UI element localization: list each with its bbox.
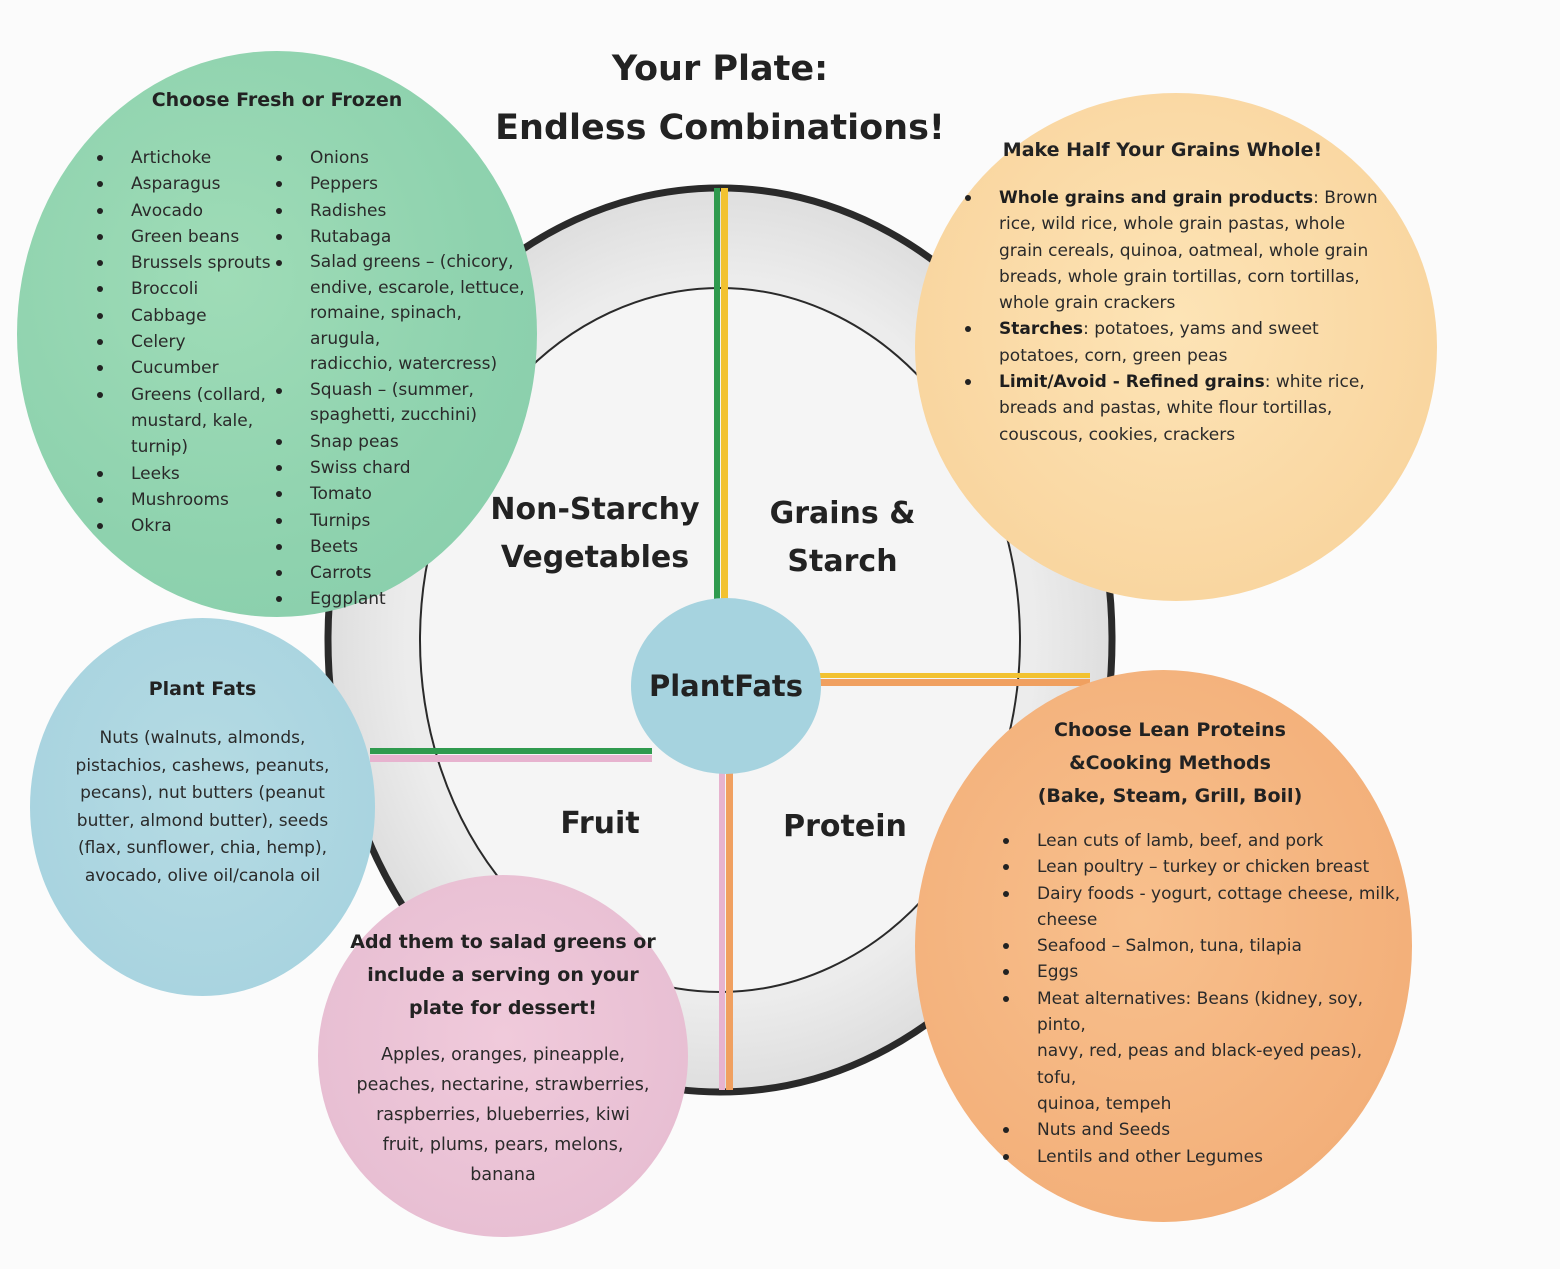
list-item: Artichoke [97,145,287,171]
divider-right-yellow [818,673,1090,678]
plant-fats-center-circle: PlantFats [631,598,821,774]
label-grains-starch: Grains & Starch [769,496,916,579]
protein-title: Choose Lean Proteins &Cooking Methods (B… [1037,719,1303,807]
divider-top-green [714,188,720,600]
divider-top-yellow [721,188,728,600]
list-item: Lean cuts of lamb, beef, and pork [1003,828,1403,854]
list-item: Beets [276,534,526,560]
divider-bottom-pink [719,772,725,1090]
fruit-text: Apples, oranges, pineapple, peaches, nec… [356,1045,650,1185]
list-item: Nuts and Seeds [1003,1117,1403,1143]
list-item: Seafood – Salmon, tuna, tilapia [1003,933,1403,959]
list-item: Eggplant [276,586,526,612]
label-fruit: Fruit [560,806,640,841]
list-item: Starches: potatoes, yams and sweet potat… [965,316,1385,369]
list-item: Mushrooms [97,487,287,513]
vegetables-list-col2: Onions Peppers Radishes Rutabaga Salad g… [276,145,526,613]
list-item: Turnips [276,508,526,534]
label-non-starchy-vegetables: Non-Starchy Vegetables [490,492,700,575]
divider-bottom-orange [726,772,733,1090]
plant-fats-title: Plant Fats [148,678,257,700]
label-protein: Protein [783,809,907,844]
divider-left-green [370,748,652,754]
list-item: Radishes [276,198,526,224]
grains-list: Whole grains and grain products: Brown r… [965,185,1385,448]
list-item: Whole grains and grain products: Brown r… [965,185,1385,316]
list-item: Avocado [97,198,287,224]
list-item: Eggs [1003,959,1403,985]
protein-list: Lean cuts of lamb, beef, and pork Lean p… [1003,828,1403,1170]
list-item: Meat alternatives: Beans (kidney, soy, p… [1003,986,1403,1117]
title-line2: Endless Combinations! [495,108,945,148]
list-item: Okra [97,513,287,539]
list-item: Green beans [97,224,287,250]
list-item: Salad greens – (chicory, endive, escarol… [276,250,526,378]
list-item: Lean poultry – turkey or chicken breast [1003,854,1403,880]
list-item: Onions [276,145,526,171]
list-item: Rutabaga [276,224,526,250]
label-plantfats: PlantFats [648,669,804,703]
list-item: Cucumber [97,355,287,381]
plant-fats-text: Nuts (walnuts, almonds, pistachios, cash… [75,728,330,886]
page-title: Your Plate: Endless Combinations! [470,40,970,158]
protein-bubble: Choose Lean Proteins &Cooking Methods (B… [915,670,1412,1222]
list-item: Dairy foods - yogurt, cottage cheese, mi… [1003,881,1403,934]
grains-bubble: Make Half Your Grains Whole! Whole grain… [915,93,1437,601]
list-item: Peppers [276,171,526,197]
list-item: Greens (collard, mustard, kale, turnip) [97,382,287,461]
list-item: Limit/Avoid - Refined grains: white rice… [965,369,1385,448]
list-item: Snap peas [276,429,526,455]
list-item: Tomato [276,481,526,507]
divider-left-pink [370,755,652,762]
list-item: Brussels sprouts [97,250,287,276]
plant-fats-bubble: Plant Fats Nuts (walnuts, almonds, pista… [30,618,375,996]
fruit-title: Add them to salad greens or include a se… [350,931,656,1019]
grains-title: Make Half Your Grains Whole! [1002,139,1323,161]
vegetables-bubble: Choose Fresh or Frozen Artichoke Asparag… [17,51,537,617]
vegetables-title: Choose Fresh or Frozen [151,89,403,111]
fruit-bubble: Add them to salad greens or include a se… [318,875,688,1237]
list-item: Lentils and other Legumes [1003,1144,1403,1170]
list-item: Leeks [97,461,287,487]
list-item: Squash – (summer, spaghetti, zucchini) [276,378,526,429]
list-item: Carrots [276,560,526,586]
title-line1: Your Plate: [611,49,829,89]
vegetables-list-col1: Artichoke Asparagus Avocado Green beans … [97,145,287,539]
list-item: Swiss chard [276,455,526,481]
list-item: Cabbage [97,303,287,329]
divider-right-orange [818,679,1090,686]
list-item: Celery [97,329,287,355]
list-item: Asparagus [97,171,287,197]
list-item: Broccoli [97,276,287,302]
